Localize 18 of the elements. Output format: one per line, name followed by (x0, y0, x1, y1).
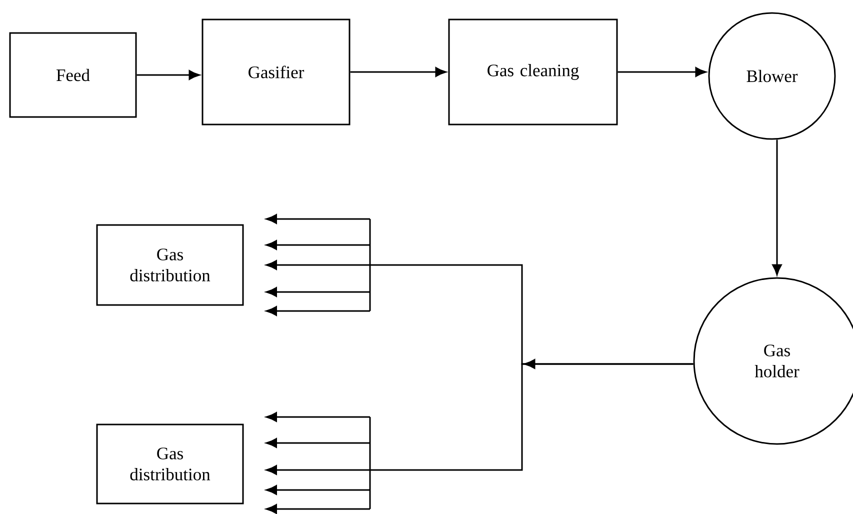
arrow (618, 67, 706, 77)
arrow (266, 485, 370, 495)
arrow (266, 214, 370, 224)
arrow (350, 67, 446, 77)
process-box: Gas distribution (96, 424, 244, 504)
arrow (266, 504, 370, 514)
arrow (266, 438, 370, 448)
arrow (772, 140, 782, 276)
process-box: Gas cleaning (448, 18, 618, 126)
arrow (136, 70, 200, 80)
arrow (266, 240, 370, 250)
arrow (266, 287, 370, 297)
process-box: Feed (9, 32, 137, 118)
process-box: Gasifier (202, 18, 350, 126)
arrow (266, 412, 370, 422)
process-box: Gas distribution (96, 224, 244, 306)
arrow (266, 306, 370, 316)
arrow (266, 363, 694, 475)
